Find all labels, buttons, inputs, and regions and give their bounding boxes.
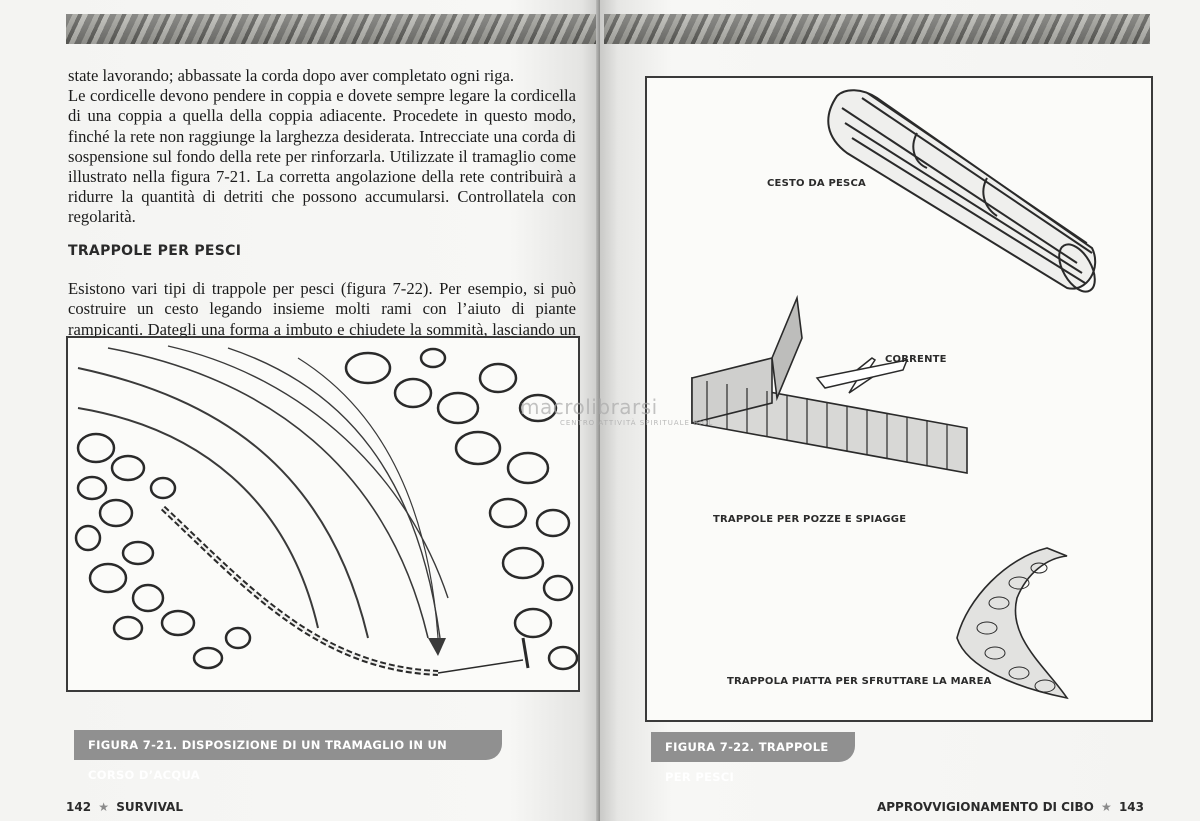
label-current: CORRENTE (885, 354, 947, 365)
paragraph-1: state lavorando; abbassate la corda dopo… (68, 66, 515, 85)
label-pool-trap: TRAPPOLE PER POZZE E SPIAGGE (713, 514, 907, 525)
right-header-banner (604, 14, 1150, 44)
star-icon: ★ (98, 800, 110, 814)
figure-7-21-illustration (66, 336, 580, 692)
left-footer: 142 ★ SURVIVAL (66, 800, 183, 814)
left-page: state lavorando; abbassate la corda dopo… (0, 0, 600, 821)
figure-7-22-illustration: CESTO DA PESCA CORRENTE TRAPPOLE PER POZ… (645, 76, 1153, 722)
figure-7-22-caption: FIGURA 7-22. TRAPPOLE PER PESCI (651, 732, 855, 784)
paragraph-2: Le cordicelle devono pendere in coppia e… (68, 86, 576, 227)
watermark-brand: macrolibrarsi (520, 395, 658, 419)
label-basket: CESTO DA PESCA (767, 178, 866, 189)
section-heading: TRAPPOLE PER PESCI (68, 243, 242, 259)
gill-net-river-drawing (74, 345, 578, 676)
watermark-tagline: CENTRO ATTIVITÀ SPIRITUALE BIOL (560, 419, 714, 427)
fish-traps-drawing (691, 89, 1097, 700)
label-tide-trap: TRAPPOLA PIATTA PER SFRUTTARE LA MAREA (727, 676, 992, 687)
running-head-left: SURVIVAL (116, 800, 183, 814)
right-footer: APPROVVIGIONAMENTO DI CIBO ★ 143 (877, 800, 1144, 814)
star-icon: ★ (1100, 800, 1112, 814)
running-head-right: APPROVVIGIONAMENTO DI CIBO (876, 800, 1094, 814)
left-header-banner (66, 14, 600, 44)
left-body-text: state lavorando; abbassate la corda dopo… (68, 66, 576, 228)
page-number-left: 142 (66, 800, 92, 814)
watermark: macrolibrarsi CENTRO ATTIVITÀ SPIRITUALE… (520, 395, 713, 427)
page-number-right: 143 (1118, 800, 1144, 814)
figure-7-21-caption: FIGURA 7-21. DISPOSIZIONE DI UN TRAMAGLI… (74, 730, 502, 782)
